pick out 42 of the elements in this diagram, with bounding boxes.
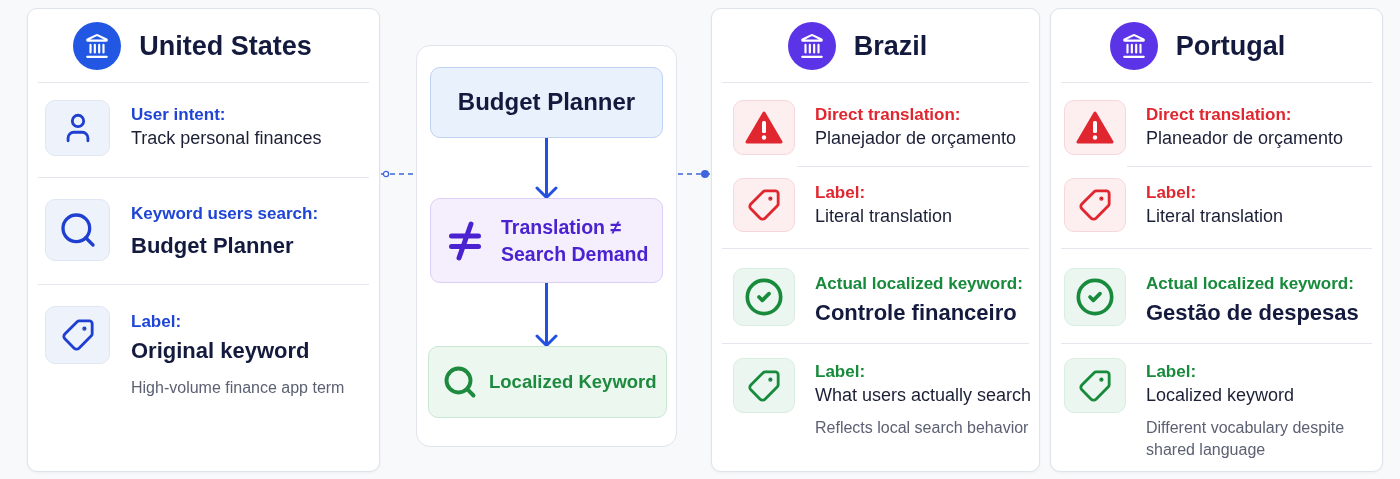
card-title: Portugal — [1175, 29, 1286, 62]
box-label: Translation ≠ Search Demand — [501, 215, 650, 267]
row-caption: Keyword users search: — [131, 203, 319, 225]
note-text: High-volume finance app term — [131, 378, 345, 398]
keyword-text: Original keyword — [131, 337, 310, 365]
note-text: Reflects local search behavior — [815, 418, 1029, 438]
row-caption: Label: — [815, 361, 866, 383]
note-text: Different vocabulary despite shared language — [1146, 418, 1346, 460]
row-caption: User intent: — [131, 104, 226, 126]
row-caption: Label: — [131, 311, 182, 333]
row-value: Planejador de orçamento — [815, 127, 1017, 150]
arrow — [535, 283, 558, 347]
step-box — [430, 67, 663, 138]
step-box — [430, 198, 663, 283]
row-caption: Label: — [1146, 182, 1197, 204]
card-title: United States — [139, 29, 312, 62]
row-caption: Direct translation: — [815, 104, 961, 126]
row-value: Literal translation — [815, 205, 953, 228]
row-value: Track personal finances — [131, 127, 322, 150]
card-title: Brazil — [853, 29, 928, 62]
row-value: Planeador de orçamento — [1146, 127, 1344, 150]
step-box — [428, 346, 667, 418]
box-label: Budget Planner — [457, 87, 636, 118]
keyword-text: Gestão de despesas — [1146, 299, 1359, 327]
row-caption: Actual localized keyword: — [1146, 273, 1354, 295]
country-card — [711, 8, 1040, 472]
keyword-text: Controle financeiro — [815, 299, 1017, 327]
country-card — [1050, 8, 1383, 472]
row-value: Localized keyword — [1146, 384, 1295, 407]
arrow — [535, 138, 558, 199]
row-value: What users actually search — [815, 384, 1032, 407]
box-label: Localized Keyword — [489, 369, 657, 394]
keyword-text: Budget Planner — [131, 232, 294, 260]
dashed-connector — [677, 170, 711, 178]
row-caption: Direct translation: — [1146, 104, 1292, 126]
dashed-connector — [380, 170, 416, 178]
row-value: Literal translation — [1146, 205, 1284, 228]
row-caption: Label: — [1146, 361, 1197, 383]
flow-panel — [416, 45, 677, 447]
row-caption: Label: — [815, 182, 866, 204]
row-caption: Actual localized keyword: — [815, 273, 1023, 295]
country-card — [27, 8, 380, 472]
